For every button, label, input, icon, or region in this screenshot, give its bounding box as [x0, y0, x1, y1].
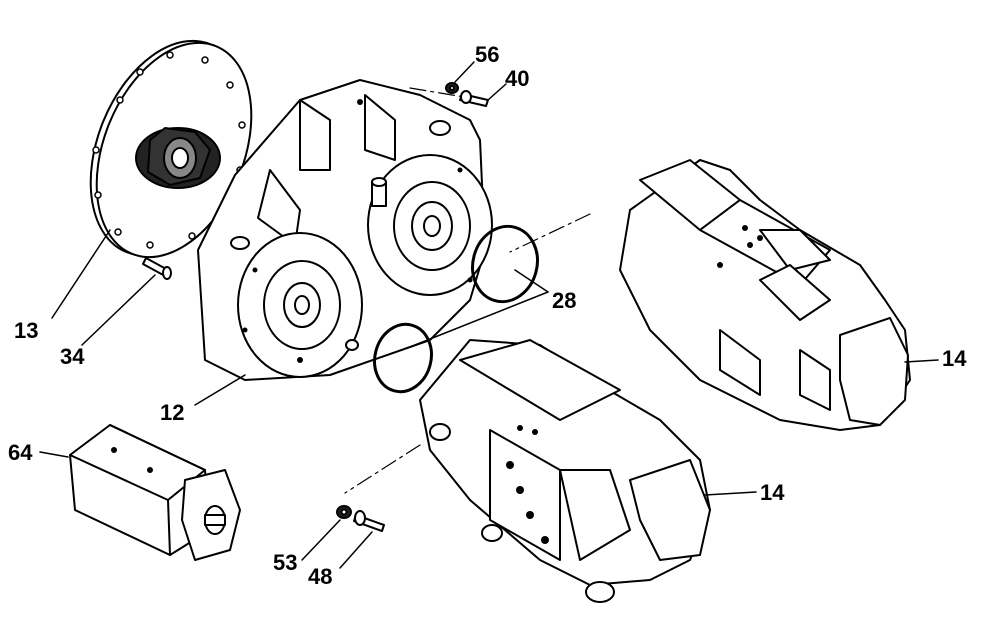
callout-34: 34 — [60, 344, 85, 369]
screw-34 — [143, 258, 171, 279]
motor-64 — [70, 425, 240, 560]
callout-40: 40 — [505, 66, 530, 91]
washer-53 — [337, 506, 351, 518]
flex-plate-13 — [61, 18, 281, 280]
gearbox-housing-12 — [198, 80, 492, 380]
callout-53: 53 — [273, 550, 298, 575]
screw-48 — [354, 511, 384, 531]
washer-56 — [446, 83, 458, 93]
callout-12: 12 — [160, 400, 185, 425]
callout-48: 48 — [308, 564, 333, 589]
hydraulic-pump-14-upper — [620, 160, 910, 430]
callout-64: 64 — [8, 440, 33, 465]
callout-14-upper: 14 — [942, 346, 967, 371]
hydraulic-pump-14-lower — [420, 340, 710, 602]
callout-14-lower: 14 — [760, 480, 785, 505]
screw-40 — [460, 91, 488, 106]
callout-56: 56 — [475, 42, 500, 67]
o-rings-28 — [367, 219, 546, 398]
callout-13: 13 — [14, 318, 39, 343]
callout-28: 28 — [552, 288, 577, 313]
leader-lines — [39, 61, 939, 569]
